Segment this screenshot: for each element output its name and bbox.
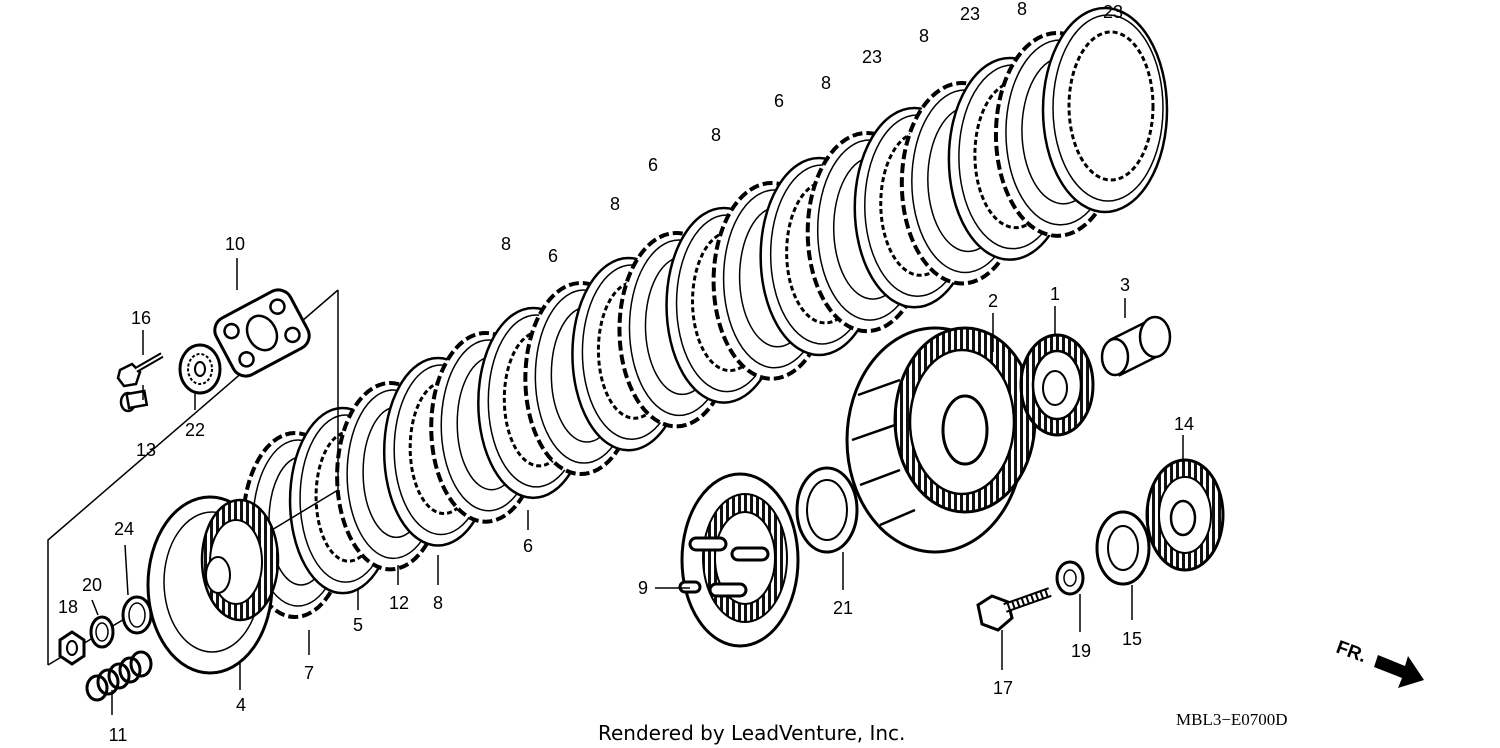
part-label: 13 [136,440,156,460]
part-label: 1 [1050,284,1060,304]
leader-lines [91,258,1184,715]
part-label: 6 [648,155,658,175]
oil-pump-drive-sprocket [1019,333,1095,437]
part-label: 18 [58,597,78,617]
part-label: 8 [711,125,721,145]
part-number-labels: 1 2 3 4 5 6 6 6 6 6 7 8 8 8 8 8 8 8 8 8 … [58,0,1194,745]
part-label: 23 [960,4,980,24]
part-label: 23 [1103,2,1123,22]
lifter-pin [119,389,149,413]
lifter-bearing [178,343,222,395]
primary-drive-gear [1145,458,1225,572]
part-label: 23 [862,47,882,67]
part-label: 6 [548,246,558,266]
part-label: 8 [610,194,620,214]
part-label: 14 [1174,414,1194,434]
clutch-spring [85,650,153,702]
part-label: 20 [82,575,102,595]
part-label: 7 [304,663,314,683]
washer [89,615,115,649]
render-credit: Rendered by LeadVenture, Inc. [598,721,905,745]
clutch-plate-stack [241,6,1169,619]
drive-gear-washer [1055,560,1085,596]
part-label: 5 [353,615,363,635]
part-label: 10 [225,234,245,254]
part-label: 9 [638,578,648,598]
lock-washer [121,595,153,635]
direction-label: FR. [1333,637,1369,667]
drive-gear-bolt [976,587,1052,632]
lifter-bolt [116,352,164,388]
part-label: 8 [1017,0,1027,19]
clutch-center [678,472,800,648]
part-label: 12 [389,593,409,613]
part-label: 8 [821,73,831,93]
primary-drive-hub [1095,510,1151,586]
direction-arrow-icon [1374,655,1424,688]
part-label: 8 [501,234,511,254]
lock-nut [58,630,86,666]
part-label: 3 [1120,275,1130,295]
part-label: 8 [919,26,929,46]
part-label: 6 [523,536,533,556]
part-label: 21 [833,598,853,618]
part-label: 19 [1071,641,1091,661]
clutch-outer-guide-collar [1100,315,1172,377]
part-label: 6 [774,91,784,111]
front-direction-indicator: FR. [1333,637,1424,688]
steel-plate [1041,6,1169,214]
diagram-code: MBL3−E0700D [1176,710,1288,729]
part-label: 11 [109,725,128,745]
part-label: 4 [236,695,246,715]
part-label: 2 [988,291,998,311]
part-label: 8 [433,593,443,613]
clutch-outer-housing [845,326,1037,554]
part-label: 15 [1122,629,1142,649]
part-label: 24 [114,519,134,539]
part-label: 22 [185,420,205,440]
part-label: 17 [993,678,1013,698]
lifter-plate [213,288,311,378]
spring-seat [795,466,859,554]
pressure-plate [146,495,280,675]
part-label: 16 [131,308,151,328]
